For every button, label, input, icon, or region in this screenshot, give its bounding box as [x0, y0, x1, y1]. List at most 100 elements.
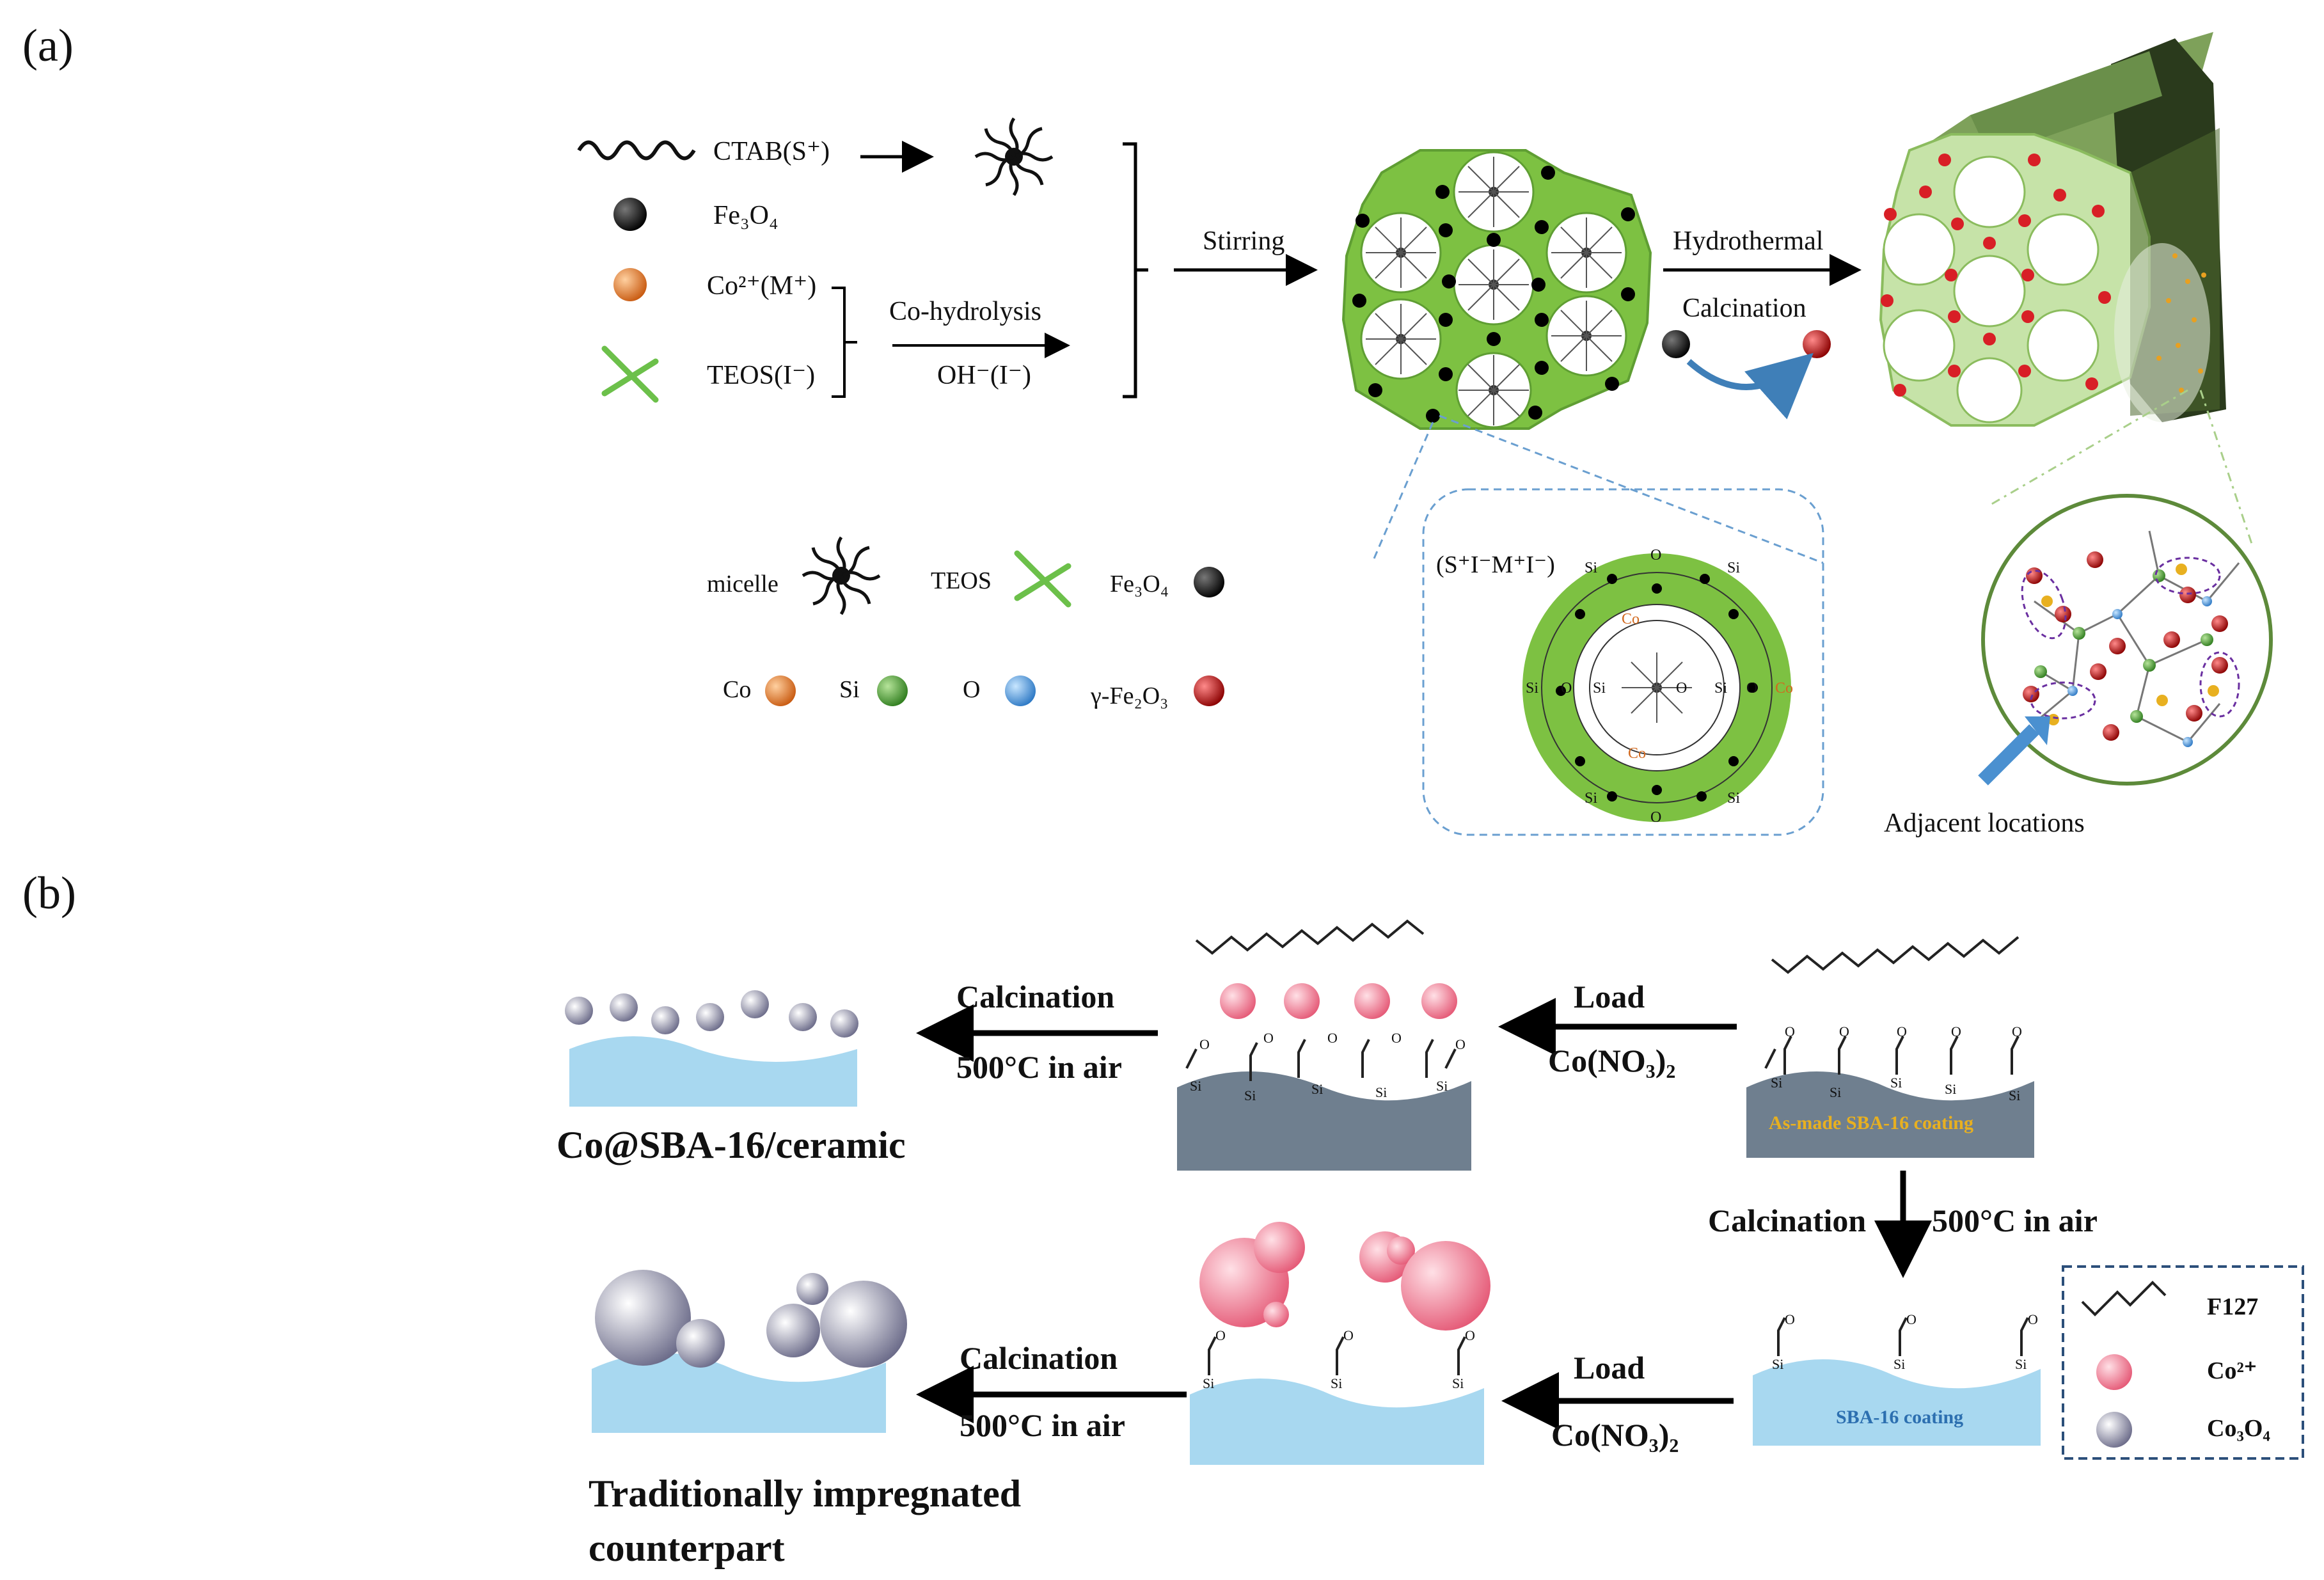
coat-si-2: Si [1893, 1356, 1905, 1372]
gfe2o3-after-icon [1803, 330, 1831, 358]
trad-label-line1: Traditionally impregnated [589, 1473, 1021, 1515]
cohydrolysis-label: Co-hydrolysis [889, 297, 1041, 326]
grey-o-3: O [1327, 1030, 1338, 1046]
grey-o-5: O [1455, 1036, 1466, 1052]
asmade-o-4: O [1951, 1023, 1961, 1039]
grey-o-2: O [1263, 1030, 1274, 1046]
co-sba16-final [565, 990, 858, 1107]
temp-b2-label: 500°C in air [1932, 1203, 2098, 1238]
key-micelle-icon [803, 537, 880, 614]
fe3o4-ball-icon [613, 198, 647, 231]
co-ball-icon [613, 268, 647, 301]
inset-si-3: Si [1526, 680, 1538, 697]
inset-o-2: O [1561, 680, 1572, 697]
inset-co-2: Co [1775, 680, 1793, 697]
key-teos-icon [1017, 553, 1068, 604]
temp-b3-label: 500°C in air [960, 1407, 1125, 1443]
traditional-loaded-substrate: Si Si Si O O O [1190, 1222, 1490, 1465]
inset-o-5: O [1650, 809, 1661, 826]
pore-wall-inset: (S⁺I⁻M⁺I⁻) Si Si Si Si Si Si Si O O O O … [1422, 488, 1824, 836]
panel-b-legend: F127 Co²⁺ Co₃O₄ [2062, 1265, 2304, 1460]
atomic-inset [1978, 494, 2273, 786]
oh-label: OH⁻(I⁻) [937, 361, 1031, 390]
inset-si-4: Si [1593, 680, 1606, 697]
grey-o-4: O [1391, 1030, 1402, 1046]
asmade-o-1: O [1785, 1023, 1795, 1039]
small-bracket [832, 287, 857, 398]
traditional-final-substrate [592, 1270, 907, 1433]
asmade-si-4: Si [1945, 1081, 1956, 1097]
grey-si-1: Si [1190, 1078, 1201, 1094]
big-bracket [1123, 142, 1148, 399]
grey-si-4: Si [1375, 1084, 1387, 1100]
key-co-label: Co [723, 676, 751, 703]
key-micelle-label: micelle [707, 571, 779, 597]
co-sba16-label: Co@SBA-16/ceramic [557, 1124, 906, 1166]
key-co-icon [765, 675, 796, 706]
trad-si-1: Si [1203, 1375, 1214, 1391]
asmade-si-2: Si [1830, 1084, 1841, 1100]
asmade-si-3: Si [1890, 1075, 1902, 1091]
legend-co2-icon [2096, 1354, 2132, 1390]
inset-co-3: Co [1628, 745, 1646, 762]
inset-si-5: Si [1714, 680, 1727, 697]
key-o-icon [1005, 675, 1036, 706]
trad-label-line2: counterpart [589, 1527, 785, 1569]
key-o-label: O [963, 676, 980, 703]
zoom-line-right-1 [1989, 389, 2188, 507]
asmade-o-5: O [2012, 1023, 2022, 1039]
sba16-coating-label: SBA-16 coating [1836, 1407, 1963, 1428]
trad-o-3: O [1465, 1327, 1475, 1343]
inset-si-6: Si [1585, 790, 1597, 807]
zoom-line-right-2 [2199, 390, 2253, 544]
panel-a-label: (a) [22, 20, 74, 71]
calcination-b3-label: Calcination [960, 1340, 1118, 1376]
panel-b-label: (b) [22, 867, 76, 919]
inset-co-1: Co [1622, 611, 1640, 628]
asmade-label: As-made SBA-16 coating [1769, 1112, 1973, 1134]
key-gfe2o3-icon [1194, 675, 1224, 706]
loaded-grey-substrate: Si Si Si Si Si O O O O O [1177, 919, 1471, 1171]
ctab-label: CTAB(S⁺) [713, 137, 830, 166]
inset-o-3: O [1676, 680, 1687, 697]
adjacent-pointer-arrow [1978, 724, 2039, 786]
temp-b1-label: 500°C in air [956, 1049, 1122, 1085]
grey-si-5: Si [1436, 1078, 1448, 1094]
conitrate-b1-label: Co(NO₃)₂ [1548, 1043, 1675, 1078]
calcination-b2-label: Calcination [1708, 1203, 1866, 1238]
asmade-si-5: Si [2009, 1087, 2020, 1103]
key-fe3o4-icon [1194, 567, 1224, 597]
conitrate-b2-label: Co(NO₃)₂ [1551, 1417, 1679, 1453]
key-fe3o4-label: Fe₃O₄ [1110, 571, 1169, 597]
hydrothermal-label: Hydrothermal [1673, 226, 1824, 256]
inset-o-1: O [1650, 547, 1661, 564]
key-si-label: Si [839, 676, 860, 703]
legend-co2-label: Co²⁺ [2207, 1357, 2257, 1384]
coat-o-2: O [1906, 1311, 1917, 1327]
grey-si-2: Si [1244, 1087, 1256, 1103]
fe3o4-before-icon [1662, 330, 1690, 358]
inset-si-7: Si [1727, 790, 1740, 807]
coat-si-1: Si [1772, 1356, 1783, 1372]
coat-o-1: O [1785, 1311, 1795, 1327]
trad-si-3: Si [1452, 1375, 1464, 1391]
stirring-label: Stirring [1203, 226, 1285, 256]
asmade-si-1: Si [1771, 1075, 1782, 1091]
grey-o-1: O [1199, 1036, 1210, 1052]
zoom-line-left-2 [1439, 415, 1824, 564]
teos-label: TEOS(I⁻) [707, 361, 815, 390]
inset-si-1: Si [1585, 560, 1597, 576]
load-b2-label: Load [1574, 1350, 1645, 1386]
sba16-coating-substrate: Si Si Si O O O SBA-16 coating [1753, 1311, 2041, 1446]
grey-si-3: Si [1311, 1081, 1323, 1097]
trad-o-1: O [1215, 1327, 1226, 1343]
calcined-cylinder-structure [1879, 32, 2226, 427]
inset-o-4: O [1746, 680, 1757, 697]
calcination-b1-label: Calcination [956, 979, 1114, 1015]
adjacent-label: Adjacent locations [1884, 809, 2085, 838]
coat-o-3: O [2028, 1311, 2038, 1327]
co-label: Co²⁺(M⁺) [707, 271, 816, 301]
teos-cross-icon [605, 349, 656, 400]
legend-co3o4-icon [2096, 1412, 2132, 1448]
